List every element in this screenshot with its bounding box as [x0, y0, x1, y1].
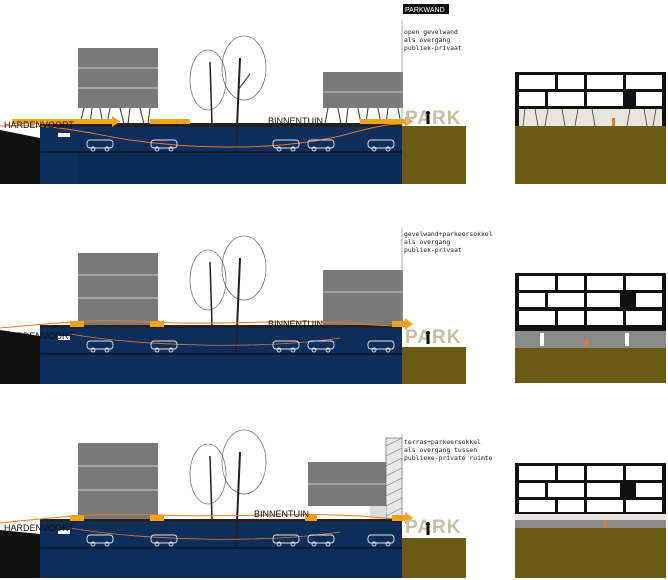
car-icon [86, 534, 395, 547]
park-label: PARK [405, 108, 461, 129]
park-ground [402, 126, 466, 184]
parkwand-tag: PARKWAND [405, 7, 445, 14]
parkwand-tag-bg [403, 4, 449, 14]
courtyard-slab [40, 325, 402, 328]
arrow-icon [70, 512, 413, 524]
courtyard-slab [40, 123, 402, 127]
park-ground [402, 347, 466, 384]
building-left [78, 443, 158, 519]
note-line-2: als overgang [404, 36, 450, 44]
note-line-3: publieke-private ruimte [404, 454, 493, 462]
building-left [78, 253, 158, 325]
hardenvoort-label: HARDENVOORT [4, 120, 74, 130]
note-line-3: publiek-privaat [404, 44, 462, 52]
binnentuin-label: BINNENTUIN [268, 116, 323, 126]
route-line [0, 320, 403, 329]
note-line-1: gevelwand+parkeersokkel [404, 230, 493, 238]
ramp-sign [58, 530, 70, 534]
note-line-3: publiek-privaat [404, 246, 462, 254]
tree-icon [189, 429, 267, 547]
car-icon [86, 139, 395, 152]
note-line-2: als overgang [404, 238, 450, 246]
tree-icon [189, 35, 267, 151]
route-line [0, 123, 403, 148]
route-line-lower [69, 527, 341, 540]
building-right [323, 72, 403, 125]
person-icon [426, 331, 430, 344]
arrow-icon [12, 116, 413, 127]
facade-elevation [515, 463, 666, 578]
ramp-sign [58, 133, 70, 137]
binnentuin-label: BINNENTUIN [268, 319, 323, 329]
note-line-1: open gevelwand [404, 28, 458, 36]
panel-1: PARK HARDENVOORT BINNENTUIN PARKWAND ope… [0, 4, 666, 184]
hardenvoort-label: HARDENVOORT [4, 331, 74, 341]
note-line-2: als overgang tussen [404, 446, 477, 454]
panel-3: PARK HARDENVOORT BINNENTUIN terras+parke… [0, 429, 666, 578]
facade-elevation [515, 72, 666, 184]
tree-icon [189, 235, 267, 353]
hardenvoort-label: HARDENVOORT [4, 523, 74, 533]
panel-2: PARK HARDENVOORT BINNENTUIN gevelwand+pa… [0, 228, 666, 384]
building-right [308, 437, 403, 520]
building-left [78, 48, 158, 125]
garage-lower [78, 153, 402, 184]
note-line-1: terras+parkeersokkel [404, 438, 481, 446]
garage [40, 522, 402, 578]
facade-elevation [515, 273, 666, 383]
person-icon [426, 111, 430, 124]
arrow-icon [70, 318, 413, 330]
building-right [323, 270, 403, 325]
garage [40, 328, 402, 384]
courtyard-slab [40, 519, 402, 522]
binnentuin-label: BINNENTUIN [254, 509, 309, 519]
ramp-sign [58, 336, 70, 340]
park-label: PARK [405, 517, 461, 538]
garage-floor-line [40, 547, 402, 549]
park-label: PARK [405, 327, 461, 348]
garage-floor-line [40, 151, 402, 153]
park-ground [402, 538, 466, 578]
garage-floor-line [40, 353, 402, 355]
route-line-lower [69, 333, 341, 346]
car-icon [86, 340, 395, 353]
person-icon [426, 522, 430, 535]
